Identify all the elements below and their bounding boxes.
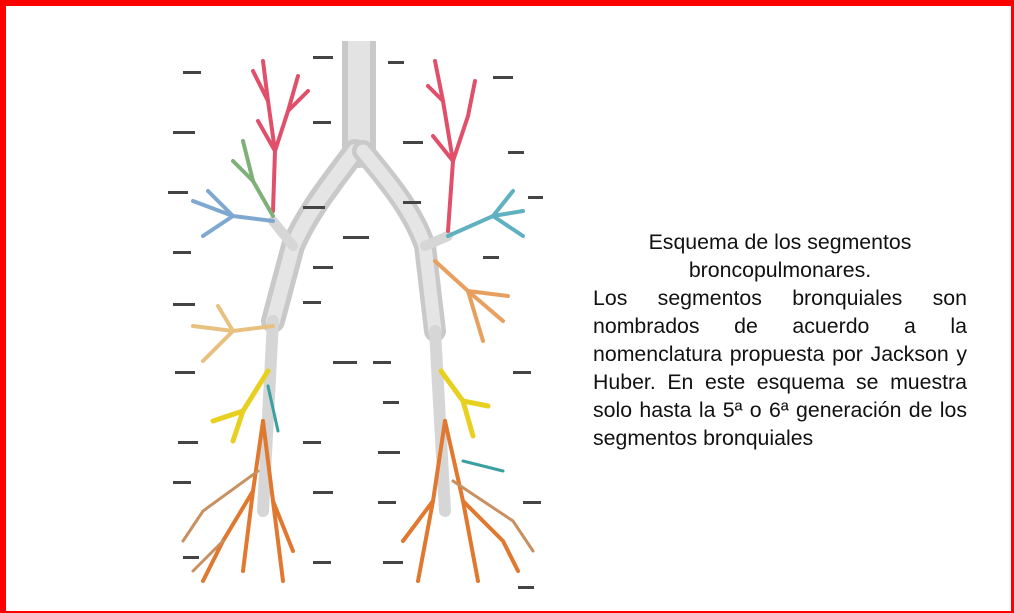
lateral-basal-branches bbox=[181, 469, 535, 573]
bronchial-tree-figure bbox=[163, 41, 555, 601]
left-anterior-branches bbox=[446, 189, 525, 238]
left-apical-branches bbox=[426, 59, 477, 233]
right-posterior-branches bbox=[231, 139, 275, 218]
superior-lower-branches bbox=[210, 368, 491, 444]
airway-trunk bbox=[257, 41, 453, 517]
right-apical-branches bbox=[251, 59, 310, 213]
basal-branches bbox=[201, 419, 520, 583]
caption-title-line: Esquema de los segmentos bbox=[648, 230, 912, 254]
left-lingular-branches bbox=[433, 259, 510, 343]
label-marks bbox=[168, 56, 543, 589]
right-anterior-branches bbox=[191, 189, 275, 238]
caption-title-line-2: broncopulmonares. bbox=[688, 258, 872, 282]
bronchial-tree-svg bbox=[168, 41, 543, 589]
teal-branches bbox=[266, 384, 505, 473]
right-middle-branches bbox=[191, 304, 275, 363]
figure-caption: Esquema de los segmentos broncopulmonare… bbox=[593, 228, 967, 452]
caption-paragraph: Los segmentos bronquiales son nombrados … bbox=[593, 286, 967, 450]
